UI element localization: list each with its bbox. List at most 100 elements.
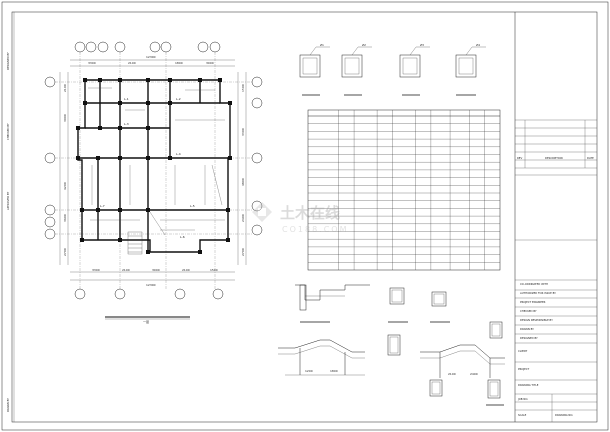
beam-label: L-4 bbox=[176, 152, 181, 156]
schedule-table bbox=[307, 109, 501, 271]
beam-detail bbox=[295, 284, 370, 323]
section-inner bbox=[402, 57, 418, 75]
axis-bubble bbox=[251, 200, 263, 212]
section-leader bbox=[309, 46, 317, 56]
axis-bubble bbox=[174, 288, 186, 300]
dim-text-bottom: 1500 bbox=[210, 268, 218, 272]
axis-bubble bbox=[74, 41, 86, 53]
axis-bubble bbox=[114, 288, 126, 300]
column bbox=[118, 78, 122, 82]
dim-text-left: 2700 bbox=[63, 248, 67, 256]
watermark-logo-icon bbox=[252, 202, 272, 222]
watermark-logo-cut bbox=[258, 208, 266, 216]
section-label: Z2 bbox=[362, 43, 366, 47]
tb-job-no: JOB NO. bbox=[517, 397, 528, 401]
column bbox=[76, 156, 80, 160]
small-section-inner bbox=[433, 293, 445, 305]
small-section-inner bbox=[389, 336, 399, 354]
stair-profile bbox=[420, 344, 505, 359]
beam-label: L-7 bbox=[100, 204, 105, 208]
axis-bubble bbox=[85, 41, 97, 53]
column bbox=[198, 78, 202, 82]
side-label-2: CHECKED BY bbox=[6, 123, 10, 140]
diagonal-line bbox=[211, 164, 223, 206]
tb-project: PROJECT bbox=[518, 367, 530, 371]
beam-label-group: L-1 L-2 L-3 L-4 L-5 L-6 L-7 bbox=[100, 97, 195, 239]
floor-plan: 12300 3300 2100 1800 3000 3300 2100 3000… bbox=[44, 41, 263, 324]
small-section-inner bbox=[431, 381, 441, 395]
axis-bubble bbox=[209, 41, 221, 53]
axis-bubble bbox=[74, 288, 86, 300]
axis-bubble bbox=[114, 41, 126, 53]
column bbox=[80, 238, 84, 242]
diagonal-line bbox=[149, 211, 166, 236]
section-detail: Z2 bbox=[341, 43, 372, 78]
dim-text-right: 1500 bbox=[241, 84, 245, 92]
dim-text-right: 3300 bbox=[241, 128, 245, 136]
dim-text-left: 3000 bbox=[63, 114, 67, 122]
stair-dim-text: 1200 bbox=[305, 369, 313, 373]
section-label: Z3 bbox=[420, 43, 424, 47]
axis-bubble bbox=[197, 41, 209, 53]
beam-label: L-2 bbox=[176, 97, 181, 101]
dimension-texts: 12300 3300 2100 1800 3000 3300 2100 3000… bbox=[63, 55, 245, 287]
dim-text-top: 3300 bbox=[88, 61, 96, 65]
dim-text-bottom: 2100 bbox=[182, 268, 190, 272]
stair-dim-text: 1800 bbox=[330, 369, 338, 373]
dim-text-right: 4800 bbox=[241, 178, 245, 186]
dim-text-top: 3000 bbox=[206, 61, 214, 65]
dim-text-right: 2400 bbox=[241, 214, 245, 222]
stair-profile-bottom bbox=[420, 350, 505, 365]
section-label: Z1 bbox=[320, 43, 324, 47]
small-section bbox=[487, 379, 501, 399]
bottom-details: 1200 1800 2100 2400 bbox=[278, 284, 505, 406]
column bbox=[146, 250, 150, 254]
dimension-lines bbox=[59, 59, 247, 281]
dim-text-total-bottom: 12300 bbox=[146, 283, 156, 287]
axis-bubbles-bottom bbox=[74, 288, 224, 300]
sheet-inner-border bbox=[11, 11, 598, 423]
stair-profile-bottom bbox=[278, 345, 365, 359]
axis-bubbles-left bbox=[44, 76, 56, 240]
section-detail: Z3 bbox=[399, 43, 430, 78]
column bbox=[168, 78, 172, 82]
axis-bubble bbox=[251, 97, 263, 109]
column bbox=[98, 126, 102, 130]
tb-design-responsible: DESIGN RESPONSIBLE BY bbox=[520, 318, 553, 322]
beam-label: L-5 bbox=[190, 204, 195, 208]
column bbox=[118, 238, 122, 242]
tb-scale: SCALE bbox=[518, 413, 527, 417]
section-detail: Z4 bbox=[455, 43, 486, 78]
column bbox=[146, 78, 150, 82]
beams bbox=[77, 79, 231, 253]
side-label-3: APPROVED BY bbox=[6, 191, 10, 210]
beam-label: L-6 bbox=[180, 235, 185, 239]
diagonal-lines bbox=[149, 164, 223, 236]
column bbox=[118, 208, 122, 212]
column bbox=[146, 156, 150, 160]
tb-label-date: DATE bbox=[587, 156, 594, 160]
section-leader bbox=[409, 46, 417, 56]
column bbox=[146, 126, 150, 130]
watermark-logo-shape bbox=[252, 202, 272, 222]
column bbox=[96, 208, 100, 212]
small-section bbox=[489, 321, 503, 339]
small-section-inner bbox=[489, 381, 499, 397]
stair-profile bbox=[278, 339, 365, 353]
axis-bubble bbox=[251, 76, 263, 88]
column bbox=[83, 78, 87, 82]
column bbox=[168, 101, 172, 105]
column bbox=[218, 78, 222, 82]
column bbox=[228, 156, 232, 160]
small-section bbox=[431, 291, 447, 307]
column bbox=[96, 156, 100, 160]
column bbox=[198, 250, 202, 254]
tb-label-rev: REV bbox=[517, 156, 522, 160]
table-rows bbox=[308, 115, 500, 263]
stair-section: 1200 1800 bbox=[278, 339, 365, 376]
column bbox=[226, 208, 230, 212]
column bbox=[80, 208, 84, 212]
axis-bubble bbox=[44, 204, 56, 216]
tb-authorized: AUTHORIZED FOR ISSUE BY bbox=[520, 291, 556, 295]
